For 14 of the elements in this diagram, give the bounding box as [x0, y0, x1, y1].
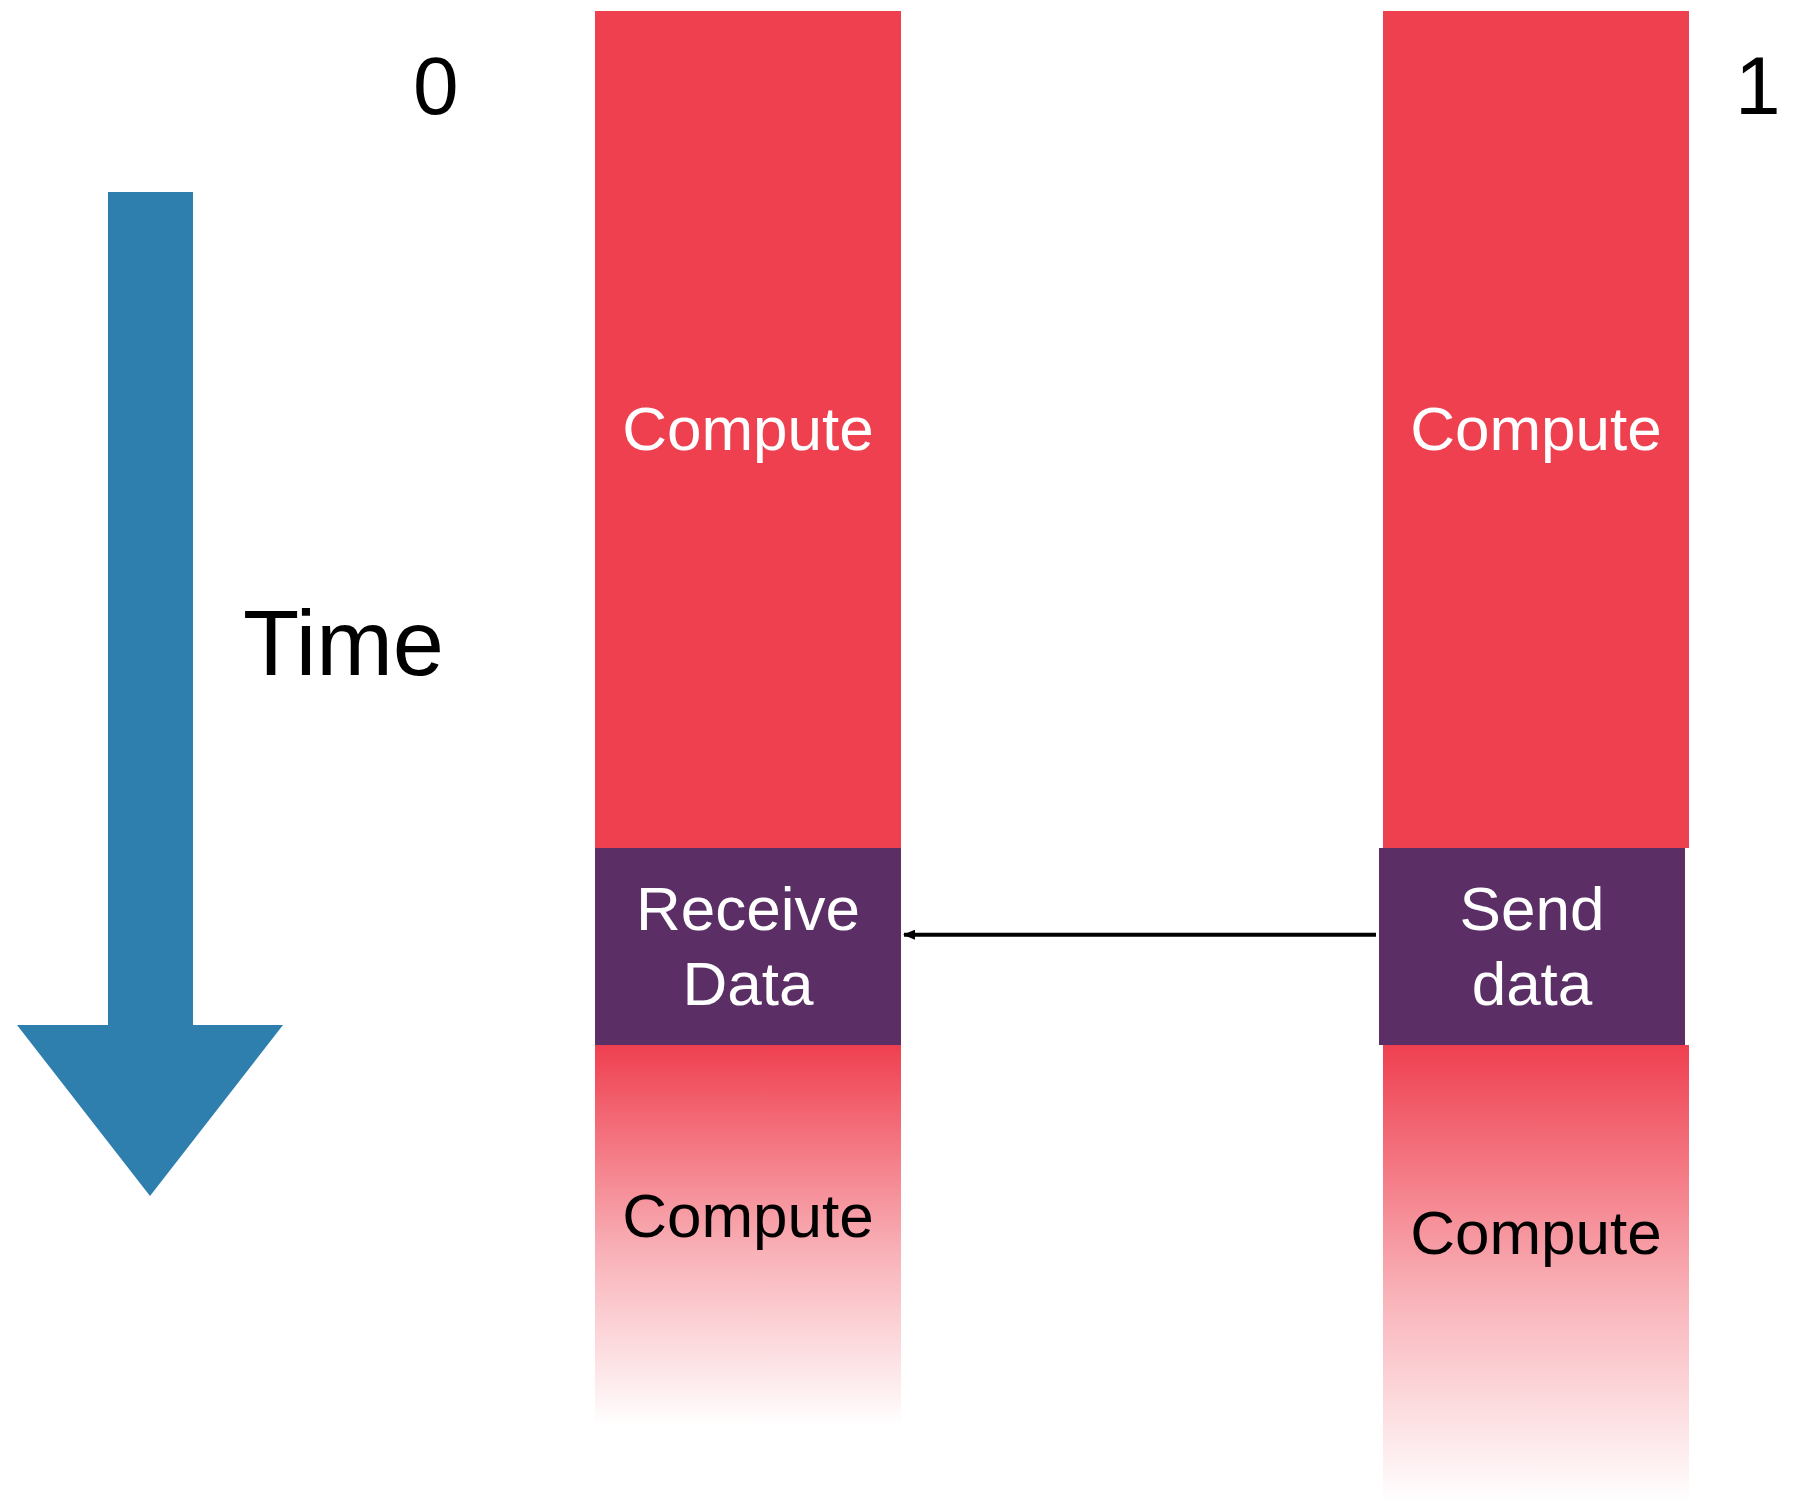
compute-block — [595, 11, 901, 848]
block-label: Compute — [1410, 1197, 1662, 1270]
process-number: 0 — [413, 45, 459, 127]
block-label: Compute — [1410, 393, 1662, 466]
block-label: Compute — [622, 393, 874, 466]
axis-label: Time — [243, 597, 445, 689]
block-label: Receive Data — [635, 873, 861, 1020]
compute-block — [1383, 11, 1689, 848]
process-number: 1 — [1735, 45, 1781, 127]
arrow — [903, 929, 1376, 940]
block-label: Compute — [622, 1179, 874, 1252]
receive-block — [595, 848, 901, 1045]
block-label: Send data — [1458, 873, 1606, 1020]
send-block — [1379, 848, 1685, 1045]
